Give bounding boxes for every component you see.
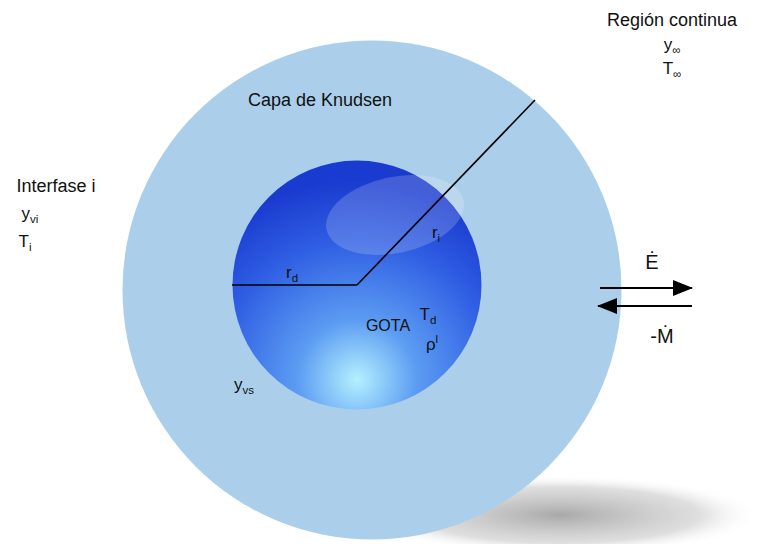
fraction-symbol: y∞: [664, 36, 681, 53]
radius-line: [357, 100, 535, 285]
temperature-symbol: T∞: [663, 60, 682, 77]
radius-line: [232, 284, 357, 286]
drop-highlight: [319, 163, 472, 266]
energy-arrow: [600, 287, 692, 289]
radius-symbol: ri: [432, 224, 440, 241]
interface-title: Interfase i: [16, 177, 95, 195]
energy-symbol: Ė: [645, 252, 658, 272]
layer-title: Capa de Knudsen: [248, 91, 392, 109]
fraction-symbol: yvi: [22, 205, 39, 222]
knudsen-layer: Capa de KnudsenGOTA Td ρl rd ri: [122, 40, 622, 540]
density-symbol: ρl: [426, 336, 438, 353]
mass-symbol: -Ṁ: [650, 326, 673, 346]
droplet-title: GOTA: [366, 318, 410, 334]
mass-arrow: [598, 305, 692, 307]
temperature-symbol: Ti: [19, 233, 32, 250]
temperature-symbol: Td: [420, 306, 437, 323]
fraction-symbol: yvs: [234, 376, 254, 393]
radius-symbol: rd: [286, 264, 298, 281]
region-title: Región continua: [607, 11, 737, 29]
circle-shape: [123, 41, 622, 540]
